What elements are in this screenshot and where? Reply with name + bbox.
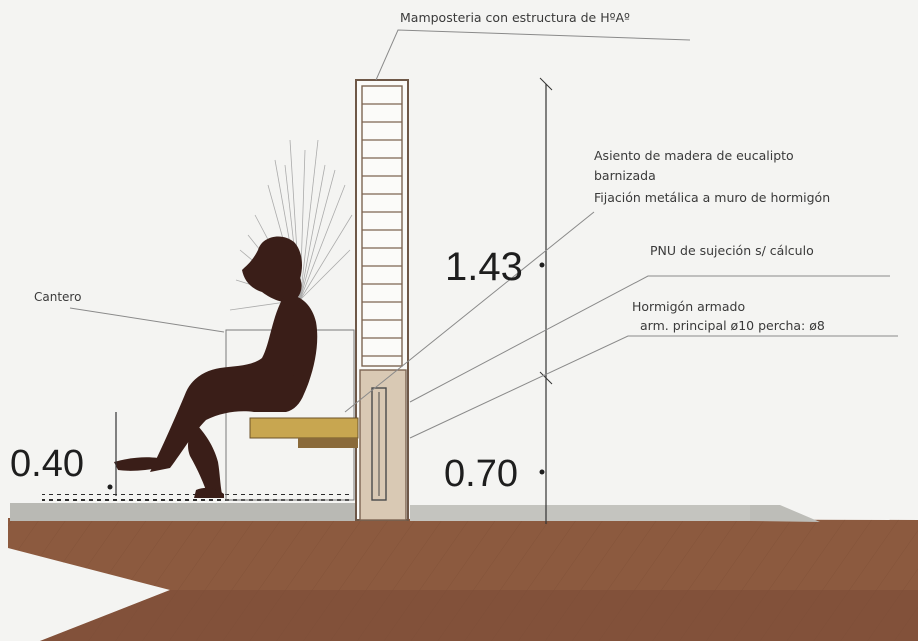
dim-tick-wall-mid [539, 371, 553, 385]
wall-block-joints [362, 103, 402, 357]
rebar-cage [371, 387, 387, 501]
label-pnu: PNU de sujeción s/ cálculo [650, 243, 814, 258]
dim-seat-height-left-dot [107, 484, 113, 490]
label-concrete-line2: arm. principal ø10 percha: ø8 [640, 318, 825, 333]
label-concrete-line1: Hormigón armado [632, 299, 745, 314]
wall-inner [361, 85, 403, 367]
drainage-grate [42, 494, 352, 503]
leader-planter [69, 307, 225, 333]
paving-left [10, 503, 356, 521]
leader-concrete [409, 335, 898, 439]
dim-tick-wall-top [539, 77, 553, 91]
paving-right [410, 505, 750, 521]
label-seat-line3: Fijación metálica a muro de hormigón [594, 190, 830, 205]
masonry-wall [355, 79, 409, 521]
label-seat-line1: Asiento de madera de eucalipto [594, 148, 794, 163]
leader-seat [344, 211, 595, 413]
label-masonry: Mamposteria con estructura de HºAº [400, 10, 630, 25]
ground-lower-strip [40, 590, 918, 641]
seat-plank [249, 417, 359, 439]
person-body [150, 295, 318, 472]
concrete-base [359, 369, 407, 521]
leader-pnu [409, 275, 890, 403]
leader-masonry [375, 29, 691, 81]
dim-wall-height: 1.43 [445, 245, 523, 289]
dim-seat-height-left: 0.40 [10, 443, 84, 485]
label-planter: Cantero [34, 290, 81, 304]
person-shoe-right [194, 487, 224, 498]
label-seat-line2: barnizada [594, 168, 656, 183]
person-silhouette [114, 236, 318, 498]
dim-seat-height-right: 0.70 [444, 453, 518, 495]
person-lower-leg [188, 424, 222, 496]
person-head-hair [242, 236, 302, 303]
paving-right-slope [750, 505, 820, 522]
ground-section [8, 494, 918, 641]
seat-bracket [298, 438, 358, 448]
person-arm [282, 320, 305, 377]
person-shoe-left [114, 457, 160, 471]
bench-seat [249, 417, 359, 448]
dim-wall-height-dot [539, 262, 545, 268]
dim-seat-height-right-dot [539, 469, 545, 475]
